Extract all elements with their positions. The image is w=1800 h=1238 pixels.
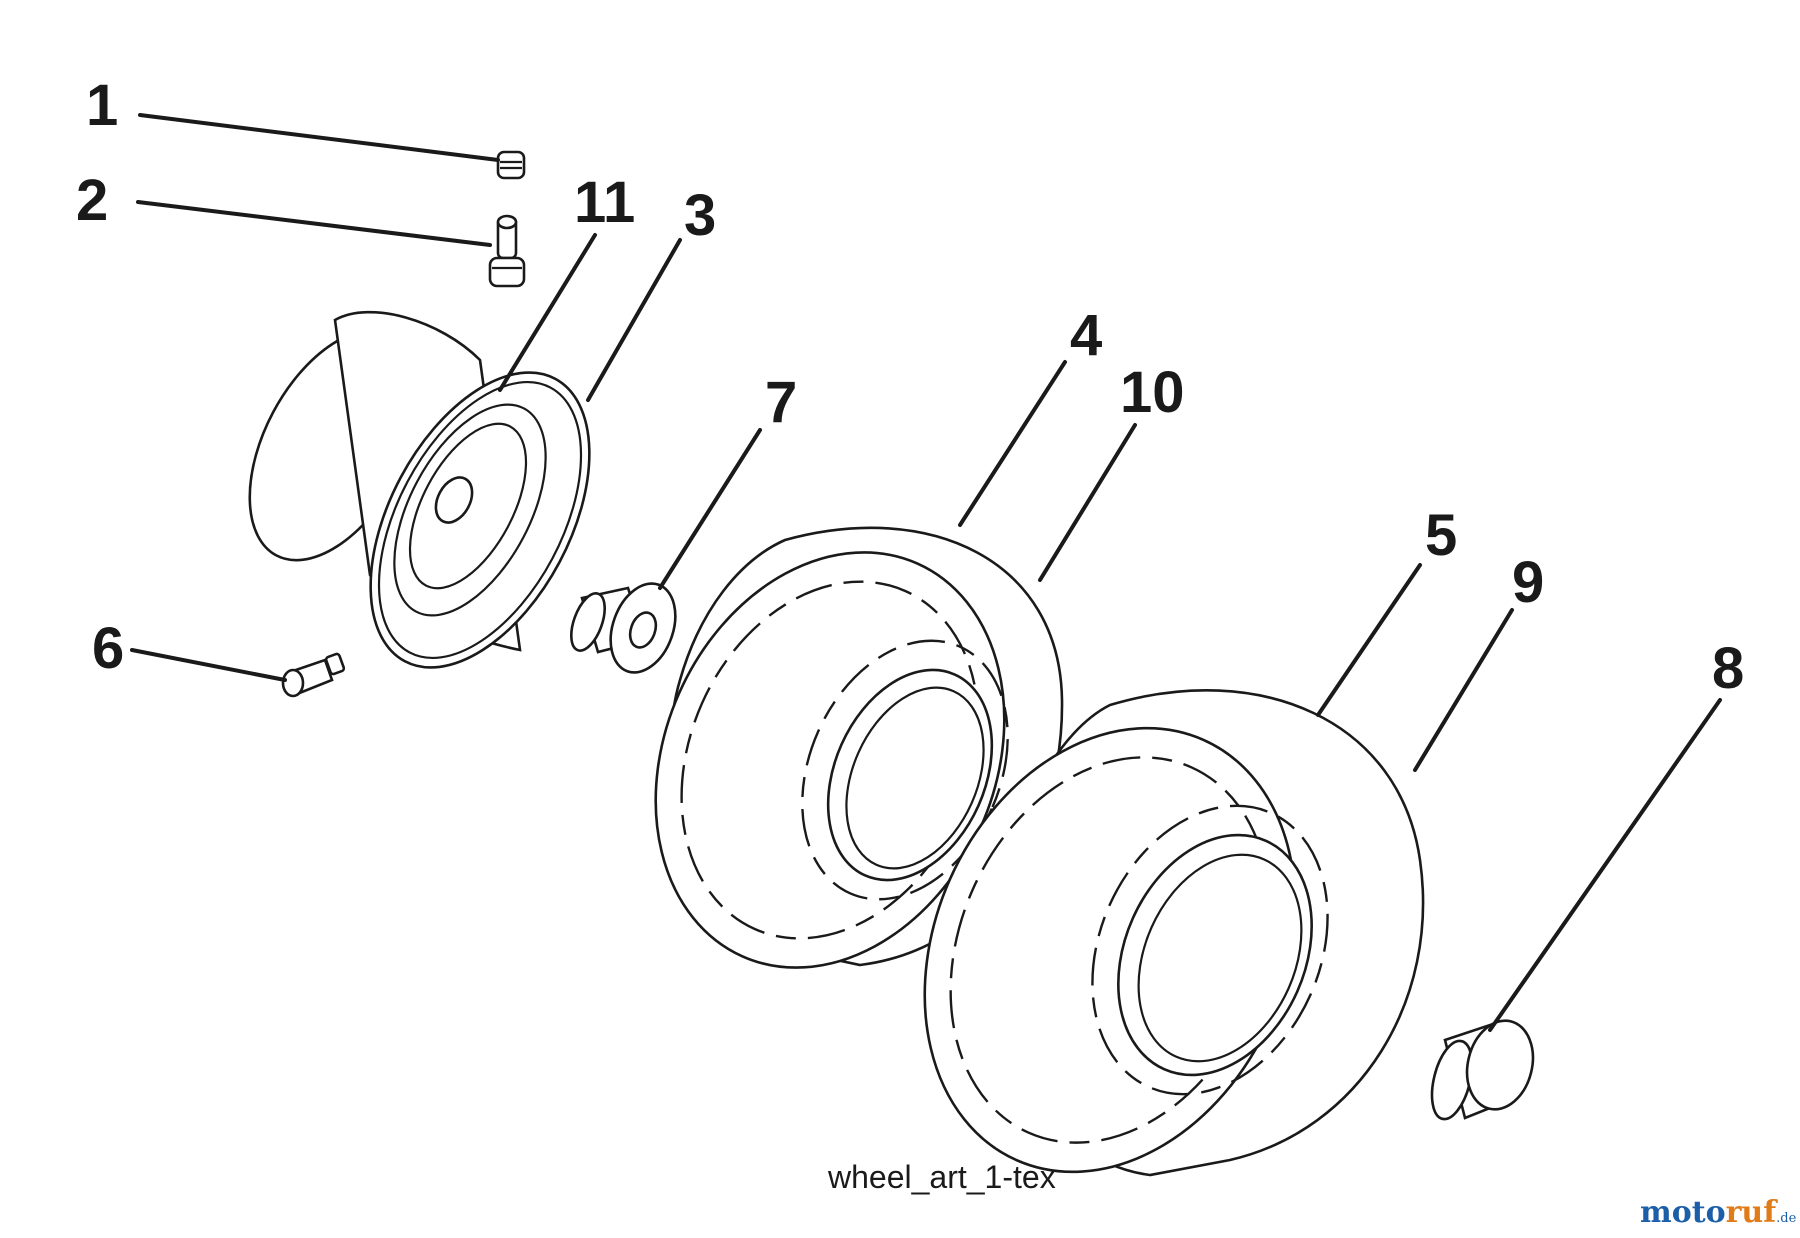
valve-cap-part xyxy=(496,150,526,180)
leader-6 xyxy=(130,648,287,682)
diagram-caption: wheel_art_1-tex xyxy=(827,1159,1056,1195)
grease-fitting-part xyxy=(281,652,346,698)
leader-11 xyxy=(498,233,597,392)
hub-cap-part xyxy=(1430,1019,1535,1121)
callout-6: 6 xyxy=(92,616,124,681)
callout-10: 10 xyxy=(1120,360,1185,425)
callout-labels: 1 2 3 4 5 6 7 8 9 10 11 xyxy=(76,73,1744,701)
leader-7 xyxy=(658,428,762,590)
logo-text-ruf: ruf xyxy=(1726,1195,1779,1230)
leader-1 xyxy=(138,113,500,162)
callout-7: 7 xyxy=(765,370,797,435)
valve-stem-part xyxy=(488,214,526,288)
callout-8: 8 xyxy=(1712,636,1744,701)
motoruf-logo: motoruf.de xyxy=(1640,1195,1797,1230)
rear-tire-part xyxy=(923,688,1425,1177)
leader-10 xyxy=(1038,423,1137,582)
leader-lines xyxy=(130,113,1722,1032)
leader-2 xyxy=(136,200,492,247)
logo-text-tld: .de xyxy=(1776,1211,1796,1226)
callout-4: 4 xyxy=(1070,303,1102,368)
callout-2: 2 xyxy=(76,168,108,233)
callout-11: 11 xyxy=(574,170,635,235)
bushing-part xyxy=(570,582,677,674)
callout-3: 3 xyxy=(684,183,716,248)
wheel-rim xyxy=(248,310,591,669)
leader-8 xyxy=(1488,698,1722,1032)
callout-5: 5 xyxy=(1425,503,1457,568)
leader-9 xyxy=(1413,608,1514,772)
callout-1: 1 xyxy=(86,73,118,138)
callout-9: 9 xyxy=(1512,550,1544,615)
logo-text-moto: moto xyxy=(1640,1195,1726,1230)
leader-4 xyxy=(958,360,1067,527)
leader-5 xyxy=(1316,563,1422,717)
svg-text:motoruf.de: motoruf.de xyxy=(1640,1195,1797,1230)
leader-3 xyxy=(586,238,682,402)
front-tire-part xyxy=(654,526,1064,969)
